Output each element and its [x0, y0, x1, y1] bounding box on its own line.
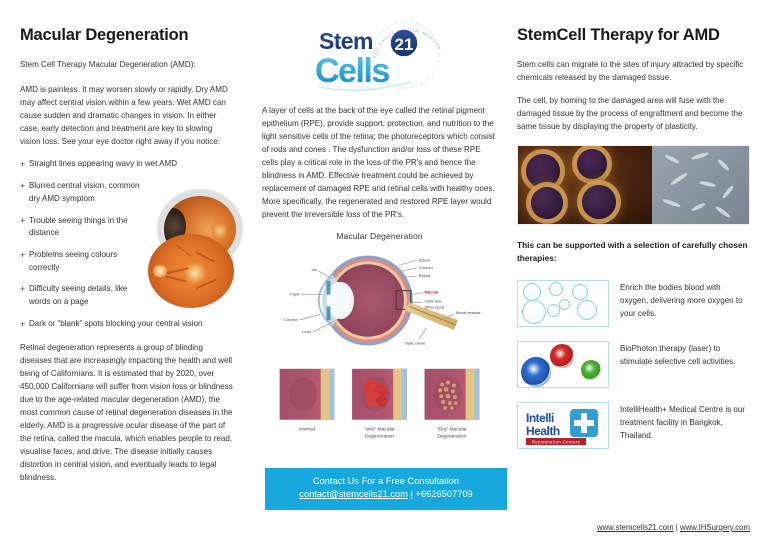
therapy-label: BioPhoton therapy (laser) to stimulate s… [620, 343, 736, 366]
therapy-item-oxygen: Enrich the bodies blood with oxygen, del… [517, 279, 750, 327]
biophoton-laser-icon [517, 340, 609, 388]
eye-diagram-title: Macular Degeneration [336, 231, 423, 242]
panel-wet: "Wet" Macular Degeneration [352, 369, 407, 440]
footer-links: www.stemcells21.com | www.IHSurgery.com [597, 523, 750, 532]
contact-separator: | [407, 489, 416, 500]
contact-headline: Contact Us For a Free Consultation [312, 475, 460, 486]
ih-logo-tagline: Rejuvenation Centers [532, 439, 580, 444]
svg-text:Degeneration: Degeneration [437, 434, 467, 440]
eye-label-pupil: Pupil [290, 292, 299, 297]
therapy-label: Enrich the bodies blood with oxygen, del… [620, 282, 743, 318]
plus-icon: + [20, 215, 26, 226]
eye-label-optic-disc: Optic disc [425, 299, 443, 304]
stemcells21-logo: 21st Century Cellular Medicine Stem 21 C… [305, 16, 455, 94]
oxygen-bubbles-icon [517, 279, 609, 327]
left-lead-text: Stem Cell Therapy Macular Degeneration (… [20, 59, 196, 69]
right-page-title: StemCell Therapy for AMD [517, 26, 720, 44]
right-paragraph-2: The cell, by homing to the damaged area … [517, 96, 743, 132]
page-title: Macular Degeneration [20, 26, 189, 44]
eye-label-iris: Iris [311, 267, 316, 272]
eye-label-retina: Retina [419, 273, 431, 278]
list-item: + Straight lines appearing wavy in wet A… [20, 158, 234, 171]
center-column: 21st Century Cellular Medicine Stem 21 C… [252, 0, 507, 543]
list-item-label: Problems seeing colours correctly [29, 250, 118, 272]
left-column: Macular Degeneration Stem Cell Therapy M… [0, 0, 252, 543]
plus-icon: + [20, 284, 26, 295]
list-item: + Difficulty seeing details, like words … [20, 283, 234, 308]
list-item-label: Straight lines appearing wavy in wet AMD [29, 159, 178, 169]
therapies-subheading: This can be supported with a selection o… [517, 240, 748, 264]
panel-caption: "Dry" Macular [437, 427, 467, 433]
list-item-label: Difficulty seeing details, like words on… [29, 284, 128, 307]
footer-link-stemcells21[interactable]: www.stemcells21.com [596, 523, 674, 532]
plus-icon: + [20, 159, 26, 170]
list-item-label: Blurred central vision, common dry AMD s… [29, 181, 140, 203]
panel-caption: "Wet" Macular [364, 427, 395, 433]
footer-separator: | [673, 523, 680, 532]
eye-label-choroid: Choroid [419, 265, 433, 270]
eye-label-optic-nerve: Optic nerve [405, 341, 426, 346]
eye-label-lens: Lens [302, 329, 311, 334]
left-closing-paragraph: Retinal degeneration represents a group … [20, 342, 233, 483]
plus-icon: + [20, 181, 26, 192]
stem-cell-micrograph [517, 145, 750, 226]
macular-comparison-images: Normal "Wet" Macular Degeneration [279, 369, 480, 440]
contact-banner[interactable]: Contact Us For a Free Consultation conta… [265, 467, 507, 510]
logo-badge-circle [389, 29, 418, 57]
therapy-label: IntelliHealth+ Medical Centre is our tre… [620, 404, 746, 440]
eye-label-macula: Macula [425, 290, 439, 295]
eye-label-cornea: Cornea [284, 317, 298, 322]
therapy-item-biophoton: BioPhoton therapy (laser) to stimulate s… [517, 340, 750, 388]
plus-icon: + [20, 250, 26, 261]
contact-phone[interactable]: +6626507709 [415, 489, 473, 500]
logo-word-cells: Cells [315, 52, 389, 90]
right-paragraph-1: Stem cells can migrate to the sites of i… [517, 59, 744, 82]
contact-email-link[interactable]: contact@stemcells21.com [299, 489, 408, 500]
list-item: + Trouble seeing things in the distance [20, 215, 234, 240]
footer-link-ihsurgery[interactable]: www.IHSurgery.com [679, 523, 750, 532]
list-item-label: Trouble seeing things in the distance [29, 215, 128, 238]
logo-badge-number: 21 [394, 35, 413, 54]
eye-anatomy-diagram: Sclera Choroid Retina Macula Optic disc … [284, 255, 481, 346]
center-body-paragraph: A layer of cells at the back of the eye … [262, 106, 496, 220]
medical-cross-icon [570, 408, 598, 437]
eye-label-blood-vessels: Blood vessels [456, 310, 481, 315]
ih-logo-line2: Health [526, 424, 560, 438]
eye-label-sclera: Sclera [419, 258, 431, 263]
list-item-label: Dark or “blank” spots blocking your cent… [29, 318, 203, 328]
stem-cell-closeup-image [518, 146, 652, 225]
svg-text:Degeneration: Degeneration [365, 434, 395, 440]
intellihealth-logo-icon: Intelli Health Rejuvenation Centers [517, 401, 609, 449]
ih-logo-line1: Intelli [526, 411, 554, 425]
list-item: + Problems seeing colours correctly [20, 249, 234, 274]
plus-icon: + [20, 318, 26, 329]
therapy-item-intellihealth: Intelli Health Rejuvenation Centers Inte… [517, 401, 750, 449]
symptom-list: + Straight lines appearing wavy in wet A… [20, 158, 234, 331]
logo-word-stem: Stem [319, 28, 373, 54]
cell-culture-image [651, 146, 750, 225]
panel-caption: Normal [299, 427, 315, 433]
panel-normal: Normal [279, 369, 335, 433]
eye-label-optic-disc-sub: (blind spot) [425, 305, 445, 310]
list-item: + Dark or “blank” spots blocking your ce… [20, 318, 234, 331]
left-intro-paragraph: AMD is painless. It may worsen slowly or… [20, 85, 228, 147]
list-item: + Blurred central vision, common dry AMD… [20, 180, 234, 205]
panel-dry: "Dry" Macular Degeneration [424, 369, 480, 440]
right-column: StemCell Therapy for AMD Stem cells can … [507, 0, 768, 543]
